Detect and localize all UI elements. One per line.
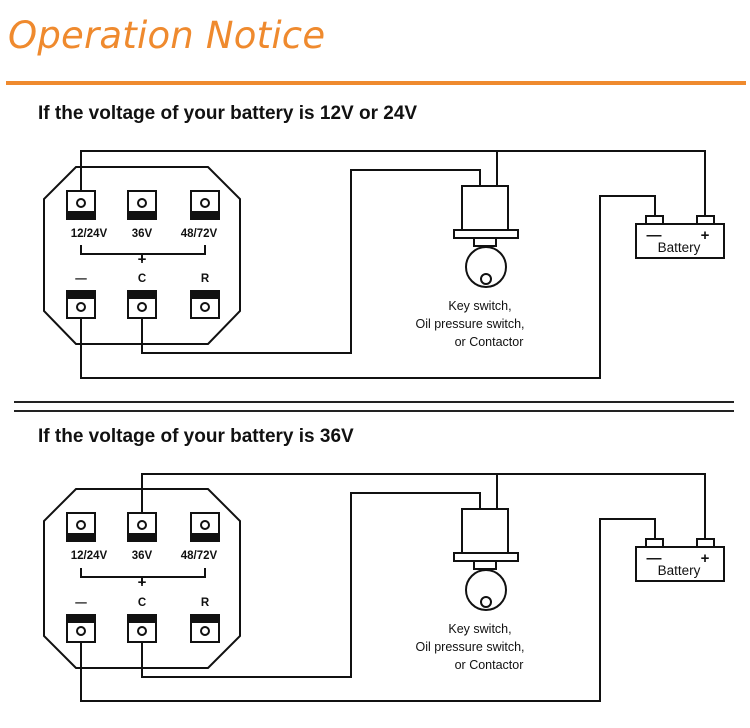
- battery-icon: [635, 215, 725, 259]
- wiring-diagram-12v-24v: 12/24V 36V 48/72V + — C R Key switch, Oi…: [43, 150, 725, 379]
- plus-symbol: +: [138, 251, 147, 268]
- section-divider-bottom: [14, 410, 734, 412]
- terminal-label-48-72v: 48/72V: [181, 228, 218, 240]
- title-underline: [6, 81, 746, 85]
- wiring-diagram-36v: 12/24V 36V 48/72V + — C R Key switch, Oi…: [43, 473, 725, 702]
- battery-minus-symbol: —: [647, 227, 662, 244]
- terminal-12-24v: [66, 190, 96, 220]
- terminal-minus: [66, 290, 96, 319]
- plus-bracket: [80, 568, 206, 584]
- terminal-label-12-24v: 12/24V: [71, 228, 108, 240]
- terminal-c: [127, 614, 157, 643]
- terminal-label-r: R: [201, 273, 210, 285]
- terminal-12-24v: [66, 512, 96, 542]
- module-outline: [43, 488, 241, 669]
- wire-negative: [80, 195, 656, 379]
- plus-symbol: +: [138, 574, 147, 591]
- switch-label-line1: Key switch,: [448, 299, 511, 313]
- terminal-48-72v: [190, 190, 220, 220]
- module-outline: [43, 166, 241, 345]
- terminal-48-72v: [190, 512, 220, 542]
- terminal-r: [190, 614, 220, 643]
- terminal-label-c: C: [138, 597, 146, 609]
- terminal-36v: [127, 512, 157, 542]
- battery-icon: [635, 538, 725, 582]
- switch-label-line2: Oil pressure switch,: [415, 640, 524, 654]
- terminal-label-36v: 36V: [132, 550, 153, 562]
- wire-negative: [80, 518, 656, 702]
- switch-label-line1: Key switch,: [448, 622, 511, 636]
- plus-bracket: [80, 245, 206, 261]
- battery-minus-symbol: —: [647, 550, 662, 567]
- section-heading-12v-24v: If the voltage of your battery is 12V or…: [38, 103, 418, 124]
- terminal-label-r: R: [201, 597, 210, 609]
- terminal-36v: [127, 190, 157, 220]
- battery-label: Battery: [658, 563, 701, 578]
- wire-c-switch: [141, 169, 481, 354]
- battery-plus-symbol: +: [701, 227, 710, 244]
- wire-positive: [141, 473, 706, 539]
- battery-label: Battery: [658, 240, 701, 255]
- terminal-label-36v: 36V: [132, 228, 153, 240]
- wire-positive: [80, 150, 706, 216]
- terminal-label-minus: —: [75, 273, 87, 285]
- section-divider-top: [14, 401, 734, 403]
- terminal-label-minus: —: [75, 597, 87, 609]
- switch-label-line3: or Contactor: [455, 335, 524, 349]
- key-switch-icon: [453, 185, 519, 288]
- section-heading-36v: If the voltage of your battery is 36V: [38, 426, 354, 447]
- terminal-minus: [66, 614, 96, 643]
- terminal-label-12-24v: 12/24V: [71, 550, 108, 562]
- switch-label-line2: Oil pressure switch,: [415, 317, 524, 331]
- wire-c-switch: [141, 492, 481, 678]
- terminal-label-c: C: [138, 273, 146, 285]
- terminal-label-48-72v: 48/72V: [181, 550, 218, 562]
- battery-plus-symbol: +: [701, 550, 710, 567]
- switch-label-line3: or Contactor: [455, 658, 524, 672]
- terminal-r: [190, 290, 220, 319]
- key-switch-icon: [453, 508, 519, 611]
- page-title: Operation Notice: [8, 14, 326, 57]
- terminal-c: [127, 290, 157, 319]
